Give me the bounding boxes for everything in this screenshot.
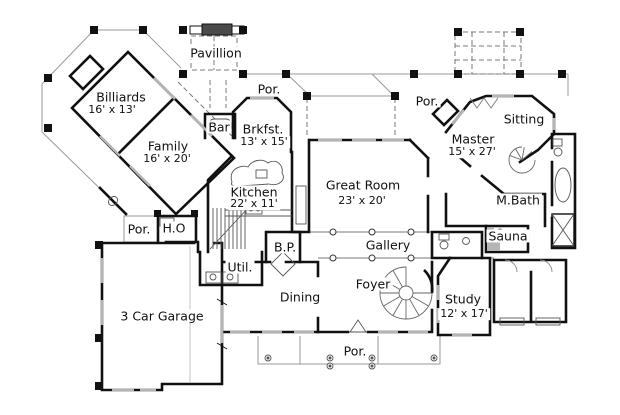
- room-label-util: Util.: [225, 259, 255, 275]
- room-label-brkfst: Brkfst.: [240, 121, 286, 137]
- room-dims-study: 12' x 17': [438, 307, 490, 321]
- room-label-mbath: M.Bath: [494, 192, 542, 208]
- gallery-columns: [329, 228, 415, 262]
- room-label-sitting: Sitting: [501, 111, 547, 127]
- room-label-bar: Bar: [206, 119, 232, 135]
- curved-stair: [508, 146, 536, 174]
- porch-columns: [44, 26, 566, 390]
- room-label-garage: 3 Car Garage: [118, 308, 206, 324]
- room-label-gallery: Gallery: [363, 237, 413, 253]
- room-label-billiards: Billiards: [94, 89, 148, 105]
- room-dims-billiards: 16' x 13': [86, 103, 138, 117]
- room-label-ho: H.O: [160, 220, 188, 236]
- room-label-foyer: Foyer: [353, 276, 393, 292]
- room-label-kitchen: Kitchen: [228, 184, 280, 200]
- room-label-great-room: Great Room: [323, 177, 403, 193]
- room-label-por-top: Por.: [255, 81, 283, 97]
- room-dims-family: 16' x 20': [141, 152, 193, 166]
- spiral-stair: [379, 266, 434, 320]
- room-label-master: Master: [449, 131, 497, 147]
- room-label-por-right: Por.: [413, 93, 441, 109]
- room-label-dining: Dining: [277, 289, 323, 305]
- pavilion-grill: [189, 23, 245, 36]
- room-label-por-bottom: Por.: [341, 343, 369, 359]
- room-label-sauna: Sauna: [486, 228, 530, 244]
- room-dims-great-room: 23' x 20': [336, 194, 388, 208]
- front-porch-columns: [264, 354, 438, 370]
- room-label-pavillion: Pavillion: [188, 45, 244, 61]
- room-label-bp: B.P.: [271, 239, 299, 255]
- room-label-por-left: Por.: [125, 221, 153, 237]
- room-label-family: Family: [145, 138, 191, 154]
- room-dims-brkfst: 13' x 15': [238, 135, 290, 149]
- room-dims-master: 15' x 27': [446, 145, 498, 159]
- room-label-study: Study: [442, 291, 484, 307]
- room-dims-kitchen: 22' x 11': [228, 197, 280, 211]
